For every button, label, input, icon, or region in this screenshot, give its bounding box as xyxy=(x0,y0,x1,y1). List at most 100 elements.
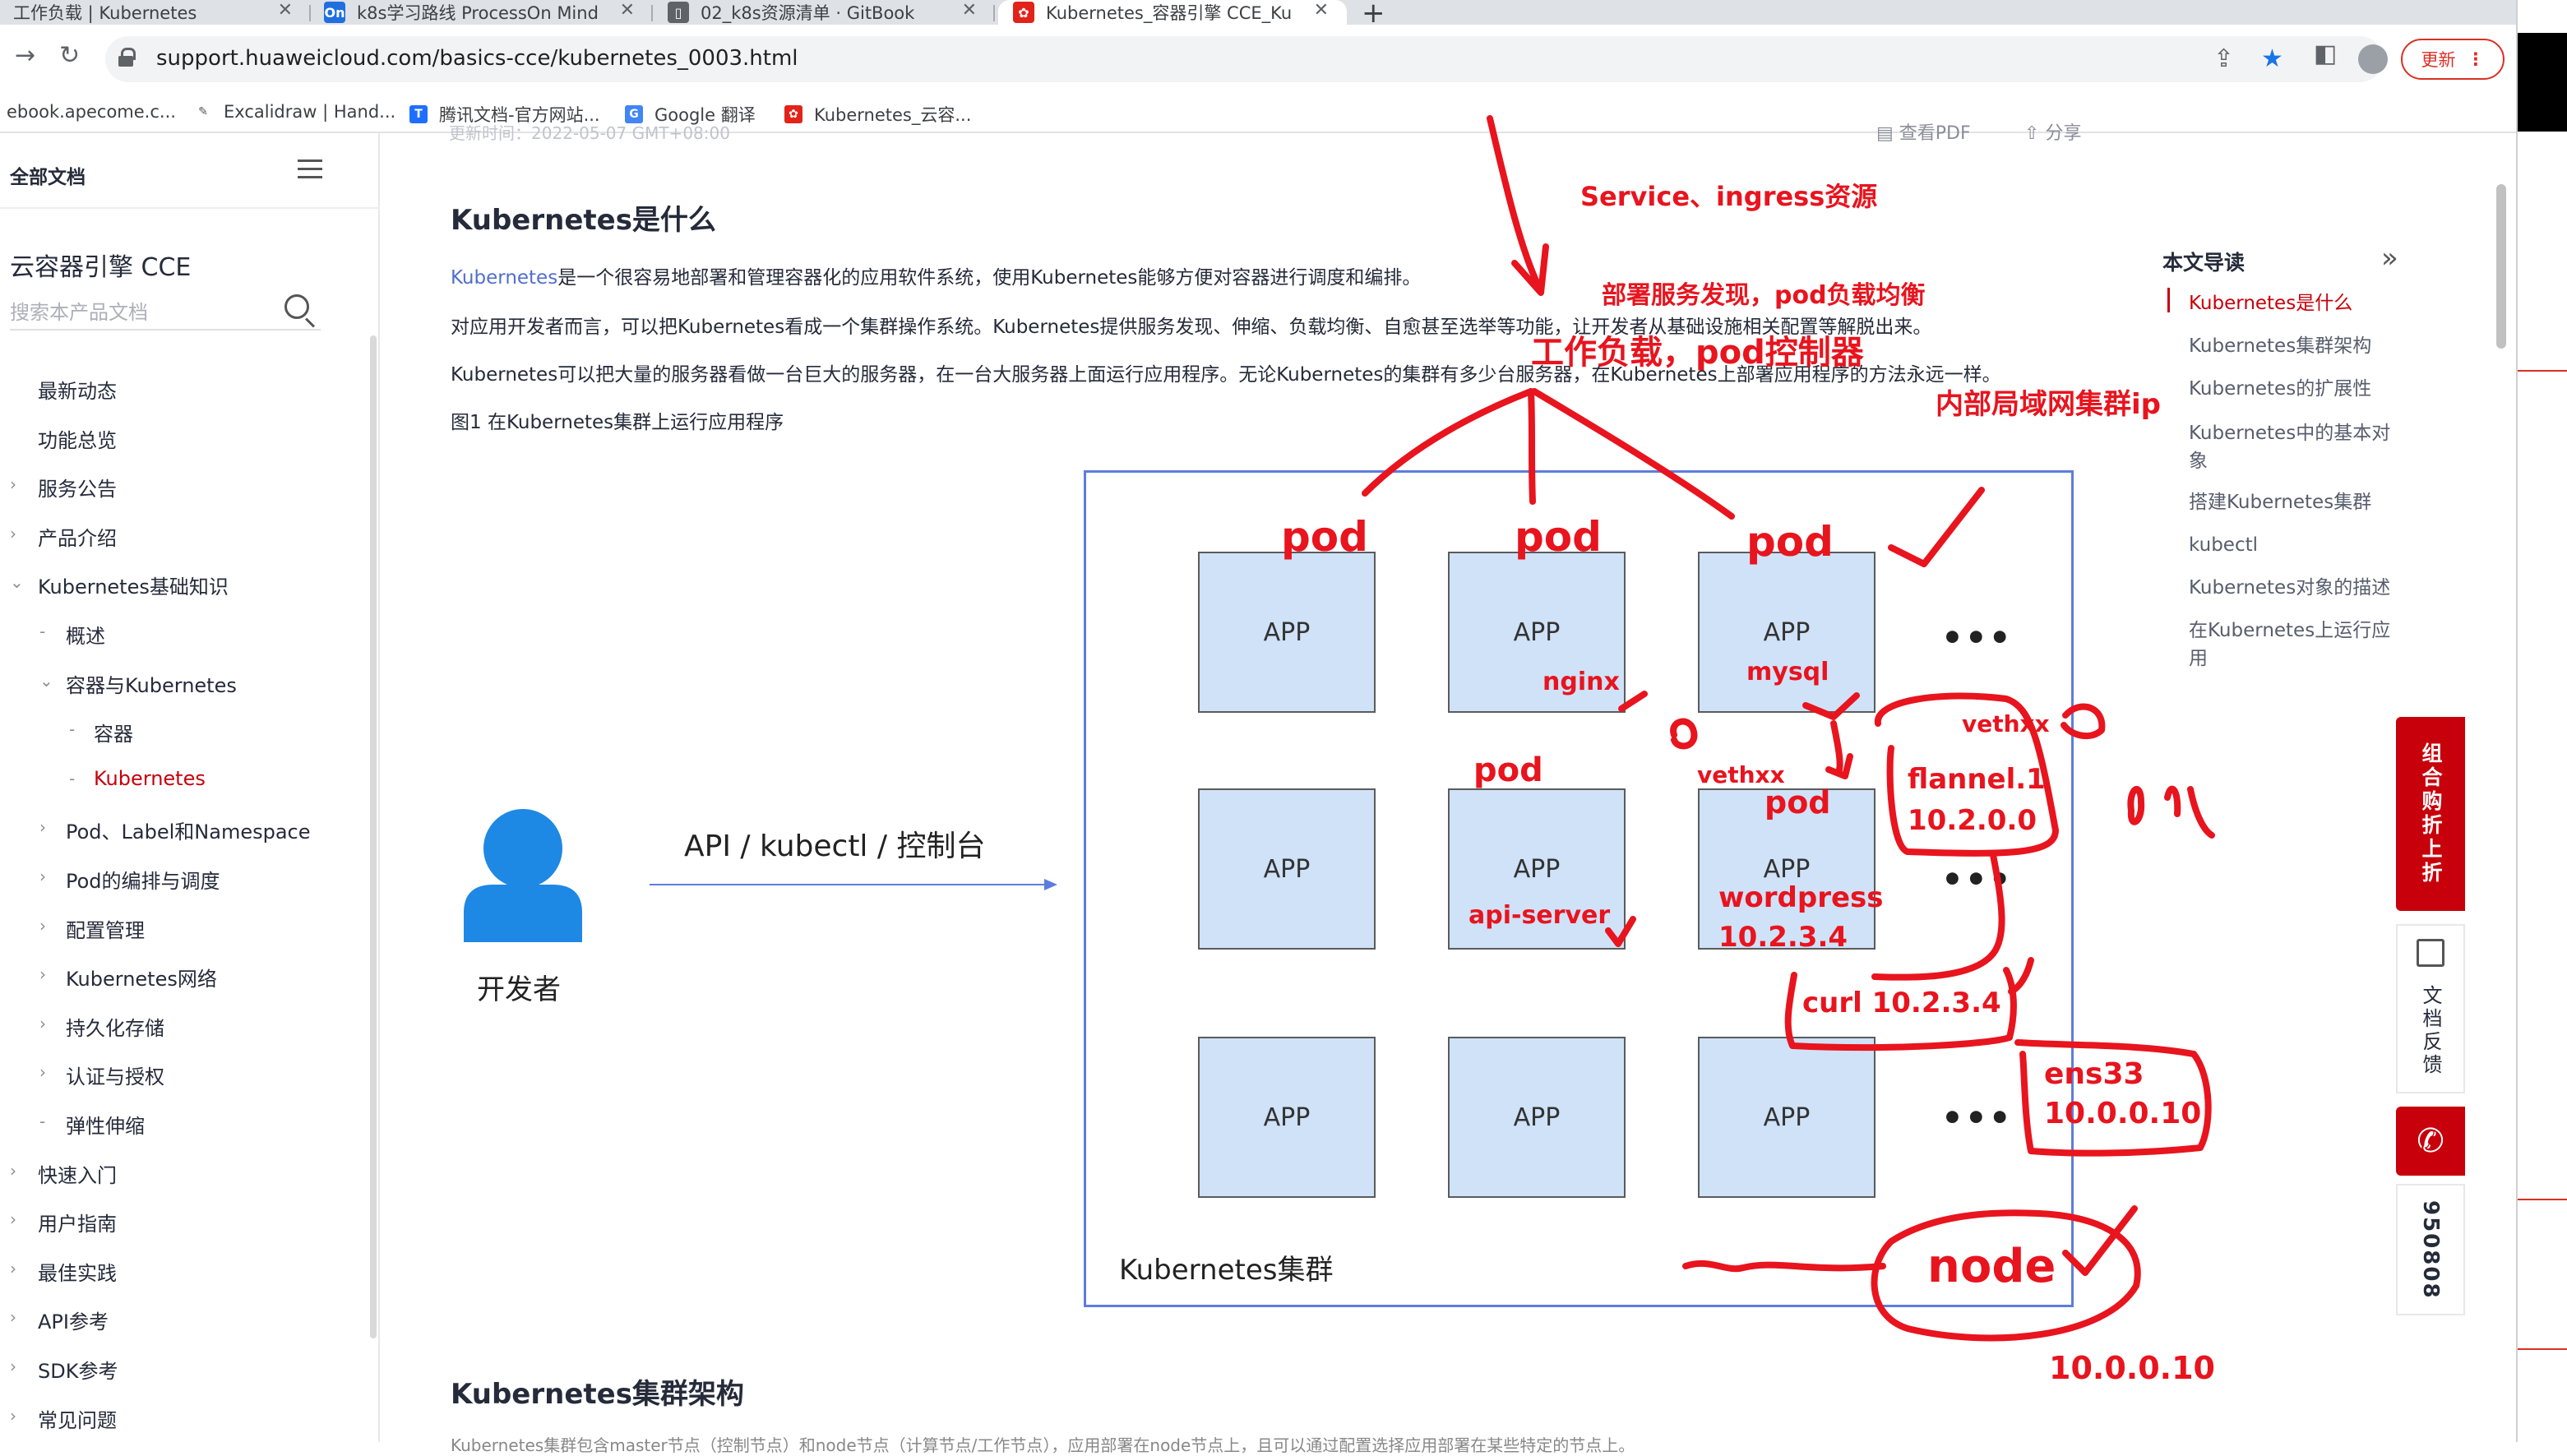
toc-item[interactable]: 在Kubernetes上运行应用 xyxy=(2189,620,2391,669)
sidebar-item[interactable]: 概述 xyxy=(66,625,105,648)
sidebar-item[interactable]: Kubernetes xyxy=(94,766,206,790)
sidebar-item[interactable]: Pod的编排与调度 xyxy=(66,870,220,893)
double-chevron-right-icon[interactable]: » xyxy=(2381,242,2398,275)
chevron-right-icon[interactable]: › xyxy=(10,1405,16,1426)
sidebar-item[interactable]: 配置管理 xyxy=(66,918,145,942)
sidebar-item[interactable]: 服务公告 xyxy=(38,478,117,502)
app-box: APP xyxy=(1698,552,1876,713)
sidebar-item[interactable]: SDK参考 xyxy=(38,1360,118,1383)
product-title[interactable]: 云容器引擎 CCE xyxy=(10,253,192,282)
app-box: APP xyxy=(1198,788,1376,950)
chevron-right-icon[interactable]: › xyxy=(39,915,46,936)
update-button[interactable]: 更新 ⋮ xyxy=(2401,39,2505,80)
close-icon[interactable]: ✕ xyxy=(619,0,635,21)
sidebar-item[interactable]: 持久化存储 xyxy=(66,1016,164,1040)
bundle-discount-label: 组合购折上折 xyxy=(2419,742,2443,885)
chevron-right-icon[interactable]: › xyxy=(39,1062,46,1083)
chevron-right-icon[interactable]: › xyxy=(10,1357,16,1376)
sidebar-item[interactable]: 认证与授权 xyxy=(66,1065,164,1089)
chevron-right-icon[interactable]: › xyxy=(39,964,46,985)
annotation-flannel-ip: 10.2.0.0 xyxy=(1908,804,2037,837)
chevron-right-icon[interactable]: › xyxy=(10,1258,16,1278)
share-label: 分享 xyxy=(2045,123,2082,144)
sidebar-item[interactable]: 功能总览 xyxy=(38,428,117,452)
close-icon[interactable]: ✕ xyxy=(277,0,293,21)
sidebar-item[interactable]: Kubernetes基础知识 xyxy=(38,575,229,599)
dash-icon[interactable]: - xyxy=(39,622,46,641)
sidebar-item[interactable]: 常见问题 xyxy=(38,1408,117,1432)
app-box: APP xyxy=(1448,788,1626,950)
view-pdf-link[interactable]: ▤ 查看PDF xyxy=(1876,123,1971,144)
bookmark-huawei[interactable]: ✿Kubernetes_云容... xyxy=(784,102,971,127)
browser-tab-gitbook[interactable]: ▯ 02_k8s资源清单 · GitBook ✕ xyxy=(656,0,995,25)
browser-tab-huawei[interactable]: ✿ Kubernetes_容器引擎 CCE_Ku ✕ xyxy=(998,0,1347,25)
chevron-down-icon[interactable]: ⌄ xyxy=(10,572,24,593)
all-docs-label[interactable]: 全部文档 xyxy=(10,167,86,188)
search-icon[interactable] xyxy=(284,294,309,319)
chevron-right-icon[interactable]: › xyxy=(10,1209,16,1230)
side-panel-icon[interactable]: ◧ xyxy=(2314,39,2338,68)
reload-icon[interactable]: ↻ xyxy=(59,41,81,70)
phone-button[interactable]: ✆ xyxy=(2396,1107,2465,1176)
chevron-right-icon[interactable]: › xyxy=(10,1307,16,1328)
annotation-ens33: ens33 xyxy=(2044,1057,2144,1091)
toc-item[interactable]: Kubernetes对象的描述 xyxy=(2189,577,2391,599)
chevron-right-icon[interactable]: › xyxy=(39,1013,46,1033)
sidebar-scrollbar[interactable] xyxy=(370,335,377,1338)
sidebar-item[interactable]: 快速入门 xyxy=(38,1163,117,1187)
paragraph-3: Kubernetes可以把大量的服务器看做一台巨大的服务器，在一台大服务器上面运… xyxy=(451,364,2001,386)
chevron-right-icon[interactable]: › xyxy=(39,817,46,838)
sidebar-item[interactable]: 容器与Kubernetes xyxy=(66,673,237,697)
close-icon[interactable]: ✕ xyxy=(1313,0,1329,21)
toc-item[interactable]: kubectl xyxy=(2189,534,2258,556)
toc-item[interactable]: Kubernetes是什么 xyxy=(2189,293,2353,314)
toc-item[interactable]: Kubernetes的扩展性 xyxy=(2189,378,2372,400)
toc-item[interactable]: 搭建Kubernetes集群 xyxy=(2189,492,2372,513)
forward-icon[interactable]: → xyxy=(15,41,36,70)
dash-icon[interactable]: - xyxy=(39,1112,46,1131)
edit-icon xyxy=(2417,939,2444,967)
sidebar-item[interactable]: Kubernetes网络 xyxy=(66,968,217,991)
sidebar-item[interactable]: 产品介绍 xyxy=(38,526,117,550)
doc-feedback-button[interactable]: 文档反馈 xyxy=(2396,924,2465,1093)
bundle-discount-button[interactable]: 组合购折上折 xyxy=(2396,717,2465,911)
address-bar[interactable]: support.huaweicloud.com/basics-cce/kuber… xyxy=(105,36,2383,82)
doc-search-input[interactable]: 搜索本产品文档 xyxy=(10,294,321,330)
dash-icon[interactable]: - xyxy=(69,719,76,740)
sidebar-item[interactable]: 最佳实践 xyxy=(38,1261,117,1285)
toc-item[interactable]: Kubernetes中的基本对象 xyxy=(2189,423,2391,472)
share-icon[interactable]: ⇪ xyxy=(2213,44,2235,73)
sidebar-item[interactable]: 容器 xyxy=(94,723,133,746)
chevron-down-icon[interactable]: ⌄ xyxy=(39,670,53,691)
chevron-right-icon[interactable]: › xyxy=(10,474,16,495)
page-scrollbar[interactable] xyxy=(2496,184,2506,349)
avatar[interactable] xyxy=(2358,44,2388,74)
toc-item[interactable]: Kubernetes集群架构 xyxy=(2189,335,2372,357)
sidebar-item[interactable]: 弹性伸缩 xyxy=(66,1115,145,1138)
dash-icon[interactable]: - xyxy=(69,768,76,788)
bookmark-ebook[interactable]: ebook.apecome.c... xyxy=(7,102,176,122)
annotation-ens33-ip: 10.0.0.10 xyxy=(2044,1097,2202,1130)
sidebar-item[interactable]: API参考 xyxy=(38,1310,109,1334)
sidebar-item[interactable]: Pod、Label和Namespace xyxy=(66,820,311,844)
huawei-logo-icon: ✿ xyxy=(1013,2,1034,23)
bookmark-excalidraw[interactable]: ✎Excalidraw | Hand... xyxy=(194,102,395,122)
kubernetes-link[interactable]: Kubernetes xyxy=(451,267,558,289)
sidebar-item[interactable]: 最新动态 xyxy=(38,380,117,403)
sidebar-item[interactable]: 用户指南 xyxy=(38,1213,117,1236)
menu-icon[interactable] xyxy=(298,159,322,178)
tab-title: 02_k8s资源清单 · GitBook xyxy=(701,3,915,23)
chevron-right-icon[interactable]: › xyxy=(39,867,46,886)
chevron-right-icon[interactable]: › xyxy=(10,523,16,543)
annotation-nginx: nginx xyxy=(1543,668,1620,696)
bookmark-star-icon[interactable]: ★ xyxy=(2261,44,2283,73)
share-link[interactable]: ⇧ 分享 xyxy=(2024,123,2082,144)
tab-title: Kubernetes_容器引擎 CCE_Ku xyxy=(1046,3,1293,23)
close-icon[interactable]: ✕ xyxy=(961,0,977,21)
chevron-right-icon[interactable]: › xyxy=(10,1160,16,1181)
url-text[interactable]: support.huaweicloud.com/basics-cce/kuber… xyxy=(156,46,798,71)
browser-tab-processon[interactable]: On k8s学习路线 ProcessOn Mind ✕ xyxy=(314,0,653,25)
browser-tab-workload[interactable]: 工作负载 | Kubernetes ✕ xyxy=(0,0,311,25)
